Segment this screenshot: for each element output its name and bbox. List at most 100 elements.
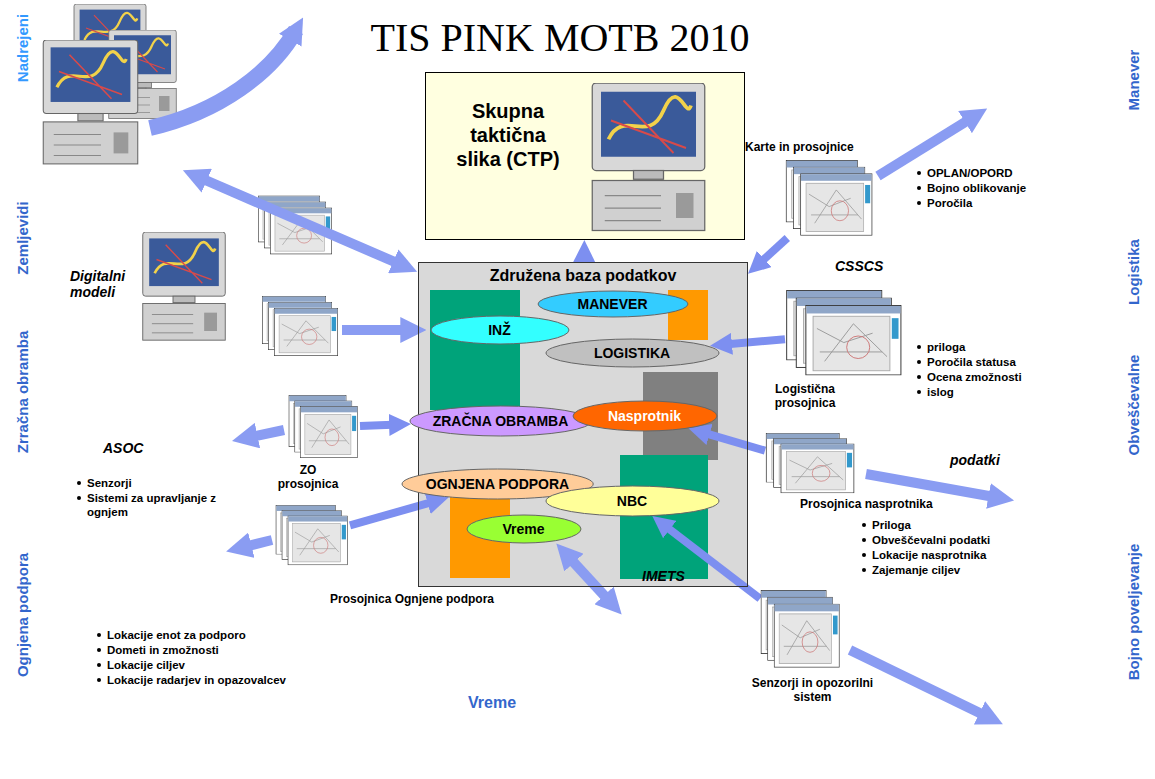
- area-label: Zemljevidi: [14, 201, 31, 274]
- overlay-stack: Karte in prosojnice: [785, 160, 875, 238]
- screen-stack: [765, 433, 857, 495]
- decor-use: [781, 444, 854, 493]
- decor-path: [150, 30, 296, 128]
- decor-use: [592, 83, 705, 231]
- decor-use: [43, 40, 138, 164]
- area-label: Ognjena podpora: [14, 553, 31, 677]
- bullet-item: Lokacije ciljev: [95, 658, 185, 672]
- bullet-item: Lokacije radarjev in opazovalcev: [95, 673, 286, 687]
- decor-use: [274, 308, 337, 355]
- decor-path: [246, 430, 284, 438]
- decor-ellipse: [573, 401, 717, 431]
- system-label: IMETS: [642, 568, 685, 584]
- decor-use: [801, 174, 872, 236]
- bullet-item: OPLAN/OPORD: [915, 166, 1013, 180]
- decor-path: [240, 540, 272, 548]
- layer-ellipse: NBC: [545, 485, 720, 517]
- data-bar: [620, 455, 708, 579]
- bullet-item: Ocena zmožnosti: [915, 370, 1022, 384]
- layer-ellipse: LOGISTIKA: [545, 338, 720, 368]
- area-label: Bojno poveljevanje: [1125, 544, 1142, 681]
- bullet-item: Senzorji: [75, 476, 132, 490]
- diagram-title: TIS PINK MOTB 2010: [330, 14, 790, 61]
- overlay-caption: Logistična prosojnica: [760, 382, 850, 410]
- decor-path: [342, 325, 412, 335]
- overlay-stack: ZO prosojnica: [288, 395, 360, 460]
- flow-arrow: [700, 432, 765, 451]
- decor-use: [288, 516, 347, 565]
- node-text: Nasprotnik: [608, 408, 681, 424]
- overlay-stack: Prosojnica Ognjene podpora: [275, 505, 350, 567]
- layer-ellipse: ZRAČNA OBRAMBA: [409, 405, 592, 437]
- bullet-item: Lokacije nasprotnika: [860, 548, 986, 562]
- decor-ellipse: [431, 316, 569, 344]
- area-label: Manever: [1125, 50, 1142, 111]
- node-text: Skupna taktična slika (CTP): [446, 99, 570, 171]
- bullet-item: Bojno oblikovanje: [915, 181, 1026, 195]
- flow-arrow: [722, 339, 785, 344]
- flow-arrow: [757, 238, 787, 266]
- area-label: Logistika: [1125, 239, 1142, 305]
- overlay-caption: Karte in prosojnice: [745, 140, 854, 154]
- screen-stack: [785, 160, 875, 238]
- node-text: OGNJENA PODPORA: [426, 476, 569, 492]
- system-label: podatki: [950, 452, 1000, 468]
- area-label: Vreme: [468, 694, 516, 712]
- area-label: Nadrejeni: [14, 14, 31, 82]
- node-text: Vreme: [502, 521, 544, 537]
- overlay-stack: Prosojnica nasprotnika: [765, 433, 857, 495]
- screen-stack: [785, 290, 905, 378]
- decor-ellipse: [467, 515, 581, 543]
- flow-arrow: [360, 425, 399, 427]
- decor-use: [806, 305, 901, 374]
- node-text: NBC: [617, 493, 647, 509]
- layer-ellipse: Nasprotnik: [572, 400, 718, 432]
- bullet-item: Dometi in zmožnosti: [95, 643, 219, 657]
- flow-arrow: [662, 523, 760, 598]
- bullet-item: Priloga: [860, 518, 911, 532]
- node-text: MANEVER: [577, 296, 647, 312]
- layer-ellipse: MANEVER: [537, 290, 689, 318]
- decor-path: [866, 474, 1000, 498]
- decor-path: [196, 176, 404, 266]
- node-text: LOGISTIKA: [594, 345, 670, 361]
- area-label: Obveščevalne: [1125, 355, 1142, 456]
- overlay-caption: Senzorji in opozorilni sistem: [750, 676, 875, 704]
- node-text: Združena baza podatkov: [419, 267, 747, 285]
- node-text: ZRAČNA OBRAMBA: [433, 413, 569, 429]
- layer-ellipse: Vreme: [466, 514, 582, 544]
- flow-arrow: [580, 252, 588, 262]
- decor-ellipse: [546, 486, 719, 516]
- bullet-item: islog: [915, 385, 954, 399]
- overlay-caption: Prosojnica Ognjene podpora: [330, 592, 494, 606]
- layer-ellipse: INŽ: [430, 315, 570, 345]
- node-text: INŽ: [488, 322, 511, 338]
- decor-ellipse: [410, 406, 591, 436]
- bullet-item: Zajemanje ciljev: [860, 563, 960, 577]
- flow-arrow: [350, 501, 437, 526]
- decor-ellipse: [538, 291, 688, 317]
- overlay-stack: Senzorji in opozorilni sistem: [760, 590, 842, 670]
- decor-use: [774, 604, 839, 667]
- decor-use: [301, 406, 358, 457]
- flow-arrows: [150, 30, 1000, 718]
- overlay-stack: Logistična prosojnica: [785, 290, 905, 378]
- overlay-caption: ZO prosojnica: [273, 463, 343, 491]
- bullet-item: Sistemi za upravljanje z ognjem: [75, 491, 237, 519]
- bullet-item: Obveščevalni podatki: [860, 533, 990, 547]
- decor-path: [566, 554, 612, 604]
- system-label: Digitalni modeli: [70, 268, 142, 300]
- bullet-item: Poročila statusa: [915, 355, 1016, 369]
- area-label: Zrračna obramba: [14, 331, 31, 454]
- decor-use: [143, 232, 226, 340]
- screen-stack: [288, 395, 360, 460]
- overlay-caption: Prosojnica nasprotnika: [800, 497, 933, 511]
- system-label: ASOC: [103, 440, 143, 456]
- picture-box: Skupna taktična slika (CTP): [425, 72, 745, 240]
- bullet-item: priloga: [915, 340, 965, 354]
- data-bar: [430, 290, 520, 410]
- system-label: CSSCS: [835, 258, 883, 274]
- decor-ellipse: [546, 339, 719, 367]
- screen-stack: [275, 505, 350, 567]
